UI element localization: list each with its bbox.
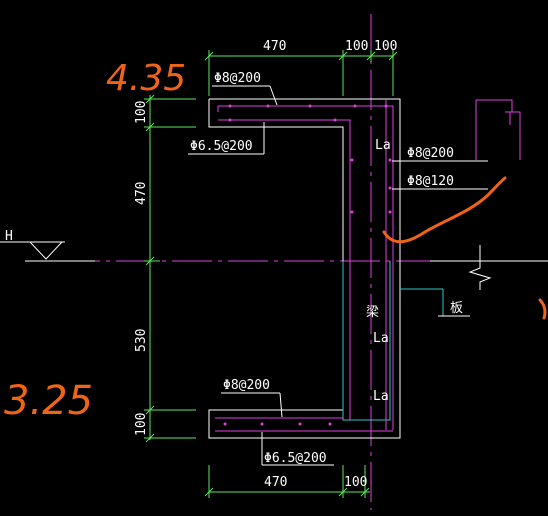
dim-left-100-top: 100 [134, 101, 149, 124]
handwritten-mark [538, 298, 547, 320]
dim-left-100-bottom: 100 [134, 413, 149, 436]
beam-label: 梁 [366, 305, 379, 320]
handwritten-bottom-elevation: 3.25 [4, 378, 93, 424]
rebar-label-bottom-lower: Φ6.5@200 [264, 451, 327, 466]
rebar-label-top-lower: Φ6.5@200 [190, 139, 253, 154]
dim-bottom-470: 470 [264, 475, 287, 490]
dim-top-470: 470 [263, 39, 286, 54]
slab-label: 板 [450, 301, 463, 316]
rebar-label-wall-outer: Φ8@200 [407, 146, 454, 161]
level-marker: H [0, 229, 95, 262]
level-symbol-text: H [5, 229, 13, 244]
rebar-label-bottom-upper: Φ8@200 [223, 378, 270, 393]
dim-top-100a: 100 [345, 39, 368, 54]
anchorage-label-bottom: La [373, 389, 389, 404]
rebar-leaders [188, 85, 488, 466]
dimension-lines [144, 50, 398, 498]
dim-left-470: 470 [134, 182, 149, 205]
rebar-label-top-upper: Φ8@200 [214, 71, 261, 86]
dim-top-100b: 100 [374, 39, 397, 54]
dim-left-530: 530 [134, 329, 149, 352]
anchorage-label-middle: La [373, 331, 389, 346]
break-symbol [468, 245, 492, 290]
beam-outline: 板 梁 [342, 261, 470, 421]
anchorage-label-top: La [375, 138, 391, 153]
column-detail [475, 99, 521, 160]
handwritten-top-elevation: 4.35 [106, 58, 186, 99]
rebar-label-wall-inner: Φ8@120 [407, 174, 454, 189]
dim-bottom-100: 100 [344, 475, 367, 490]
rebar-lines [215, 100, 394, 432]
handwritten-curve [382, 176, 507, 244]
